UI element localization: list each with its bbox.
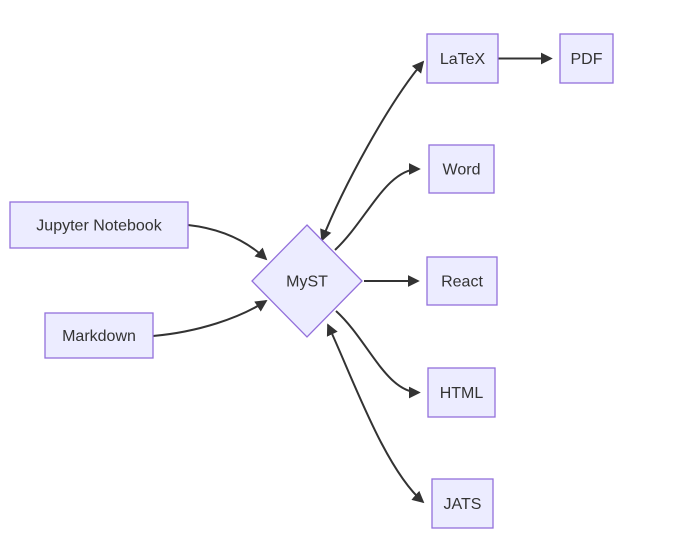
- edge-myst-to-html: [335, 310, 421, 399]
- node-myst-diamond: [251, 224, 363, 338]
- node-html-box: [427, 367, 496, 418]
- node-markdown-box: [44, 312, 154, 359]
- node-word-label: Word: [443, 162, 481, 179]
- node-jats-label: JATS: [444, 496, 482, 513]
- node-react-label: React: [441, 274, 483, 291]
- node-pdf-label: PDF: [571, 51, 603, 68]
- node-jats-box: [431, 478, 494, 529]
- node-myst-label: MyST: [286, 274, 328, 291]
- node-latex-box: [426, 33, 499, 84]
- node-myst: MyST: [251, 224, 363, 338]
- node-markdown-label: Markdown: [62, 328, 136, 345]
- node-jats: JATS: [431, 478, 494, 529]
- edge-markdown-to-myst: [152, 300, 268, 337]
- node-latex: LaTeX: [426, 33, 499, 84]
- edge-myst-to-word: [334, 163, 421, 251]
- node-word-box: [428, 144, 495, 194]
- edge-myst-to-latex-bidirectional: [320, 60, 425, 242]
- node-jupyter-notebook: Jupyter Notebook: [9, 201, 189, 249]
- node-jupyter-notebook-label: Jupyter Notebook: [36, 218, 162, 235]
- node-react: React: [426, 256, 498, 306]
- edge-jupyter-notebook-to-myst: [187, 224, 268, 261]
- edge-layer: [152, 52, 553, 504]
- node-react-box: [426, 256, 498, 306]
- node-latex-label: LaTeX: [440, 51, 486, 68]
- node-jupyter-notebook-box: [9, 201, 189, 249]
- node-word: Word: [428, 144, 495, 194]
- node-pdf: PDF: [559, 33, 614, 84]
- node-markdown: Markdown: [44, 312, 154, 359]
- node-html-label: HTML: [440, 385, 484, 402]
- node-pdf-box: [559, 33, 614, 84]
- edge-myst-to-jats-bidirectional: [326, 323, 425, 504]
- node-html: HTML: [427, 367, 496, 418]
